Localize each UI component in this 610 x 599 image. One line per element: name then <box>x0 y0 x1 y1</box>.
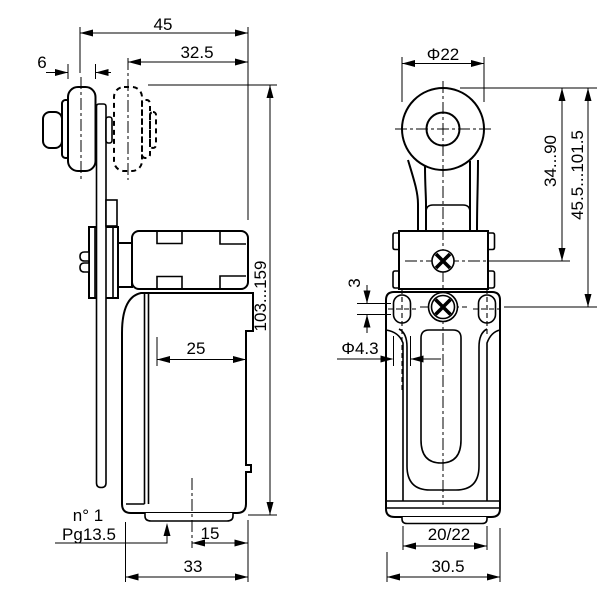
dim-lever-adjust-range: 34...90 <box>541 135 560 187</box>
front-inner-slot <box>420 329 462 464</box>
front-view <box>385 81 501 525</box>
dim-roller-offset: 32.5 <box>180 43 213 62</box>
side-head-notches <box>156 231 246 289</box>
front-ear-fillets <box>385 329 501 501</box>
side-head <box>131 230 249 290</box>
label-cable-gland: Pg13.5 <box>62 525 116 544</box>
side-body-face-lines <box>126 293 150 505</box>
side-lever-plate-slot <box>94 227 114 298</box>
dim-slot-straight: 3 <box>345 278 364 287</box>
side-lever-rod <box>95 103 107 489</box>
dim-total-height-range: 103...159 <box>251 261 270 332</box>
dim-body-width: 30.5 <box>431 557 464 576</box>
side-axle-nut <box>105 116 113 144</box>
label-cable-entries: n° 1 <box>73 506 103 525</box>
dim-base-offset: 15 <box>201 524 220 543</box>
side-roller-alt-position <box>113 86 157 172</box>
side-body-outline <box>121 292 254 514</box>
dim-body-depth: 25 <box>187 339 206 358</box>
body-screw <box>427 291 459 323</box>
head-screw <box>431 249 455 273</box>
front-slot-crosshairs <box>388 289 501 392</box>
front-head-tabs <box>392 232 496 289</box>
front-view-dimensions: Φ22 34...90 45.5...101.5 3 Φ4.3 20/22 30… <box>337 45 597 582</box>
side-roller-cap <box>42 111 63 149</box>
side-roller-disc <box>67 86 97 172</box>
side-rod-clamp <box>105 199 118 227</box>
front-base-plate <box>401 517 488 525</box>
side-base-plate <box>144 513 234 522</box>
dim-roller-height-range: 45.5...101.5 <box>568 130 587 220</box>
front-lever-arm <box>407 159 479 232</box>
dim-mounting-spacing: 20/22 <box>428 525 471 544</box>
side-head-collar <box>117 242 133 288</box>
dim-roller-width: 6 <box>37 53 46 72</box>
dim-roller-diameter: Φ22 <box>427 45 459 64</box>
side-view-dimensions: 45 32.5 6 103...159 25 n° 1 Pg13.5 15 33 <box>37 15 277 582</box>
front-lever-slot-end <box>425 204 471 213</box>
dim-base-depth: 33 <box>184 557 203 576</box>
dim-lever-length: 45 <box>154 15 173 34</box>
side-view <box>42 58 254 548</box>
side-terminal-bumps <box>79 251 90 273</box>
dim-slot-hole-diameter: Φ4.3 <box>341 339 378 358</box>
